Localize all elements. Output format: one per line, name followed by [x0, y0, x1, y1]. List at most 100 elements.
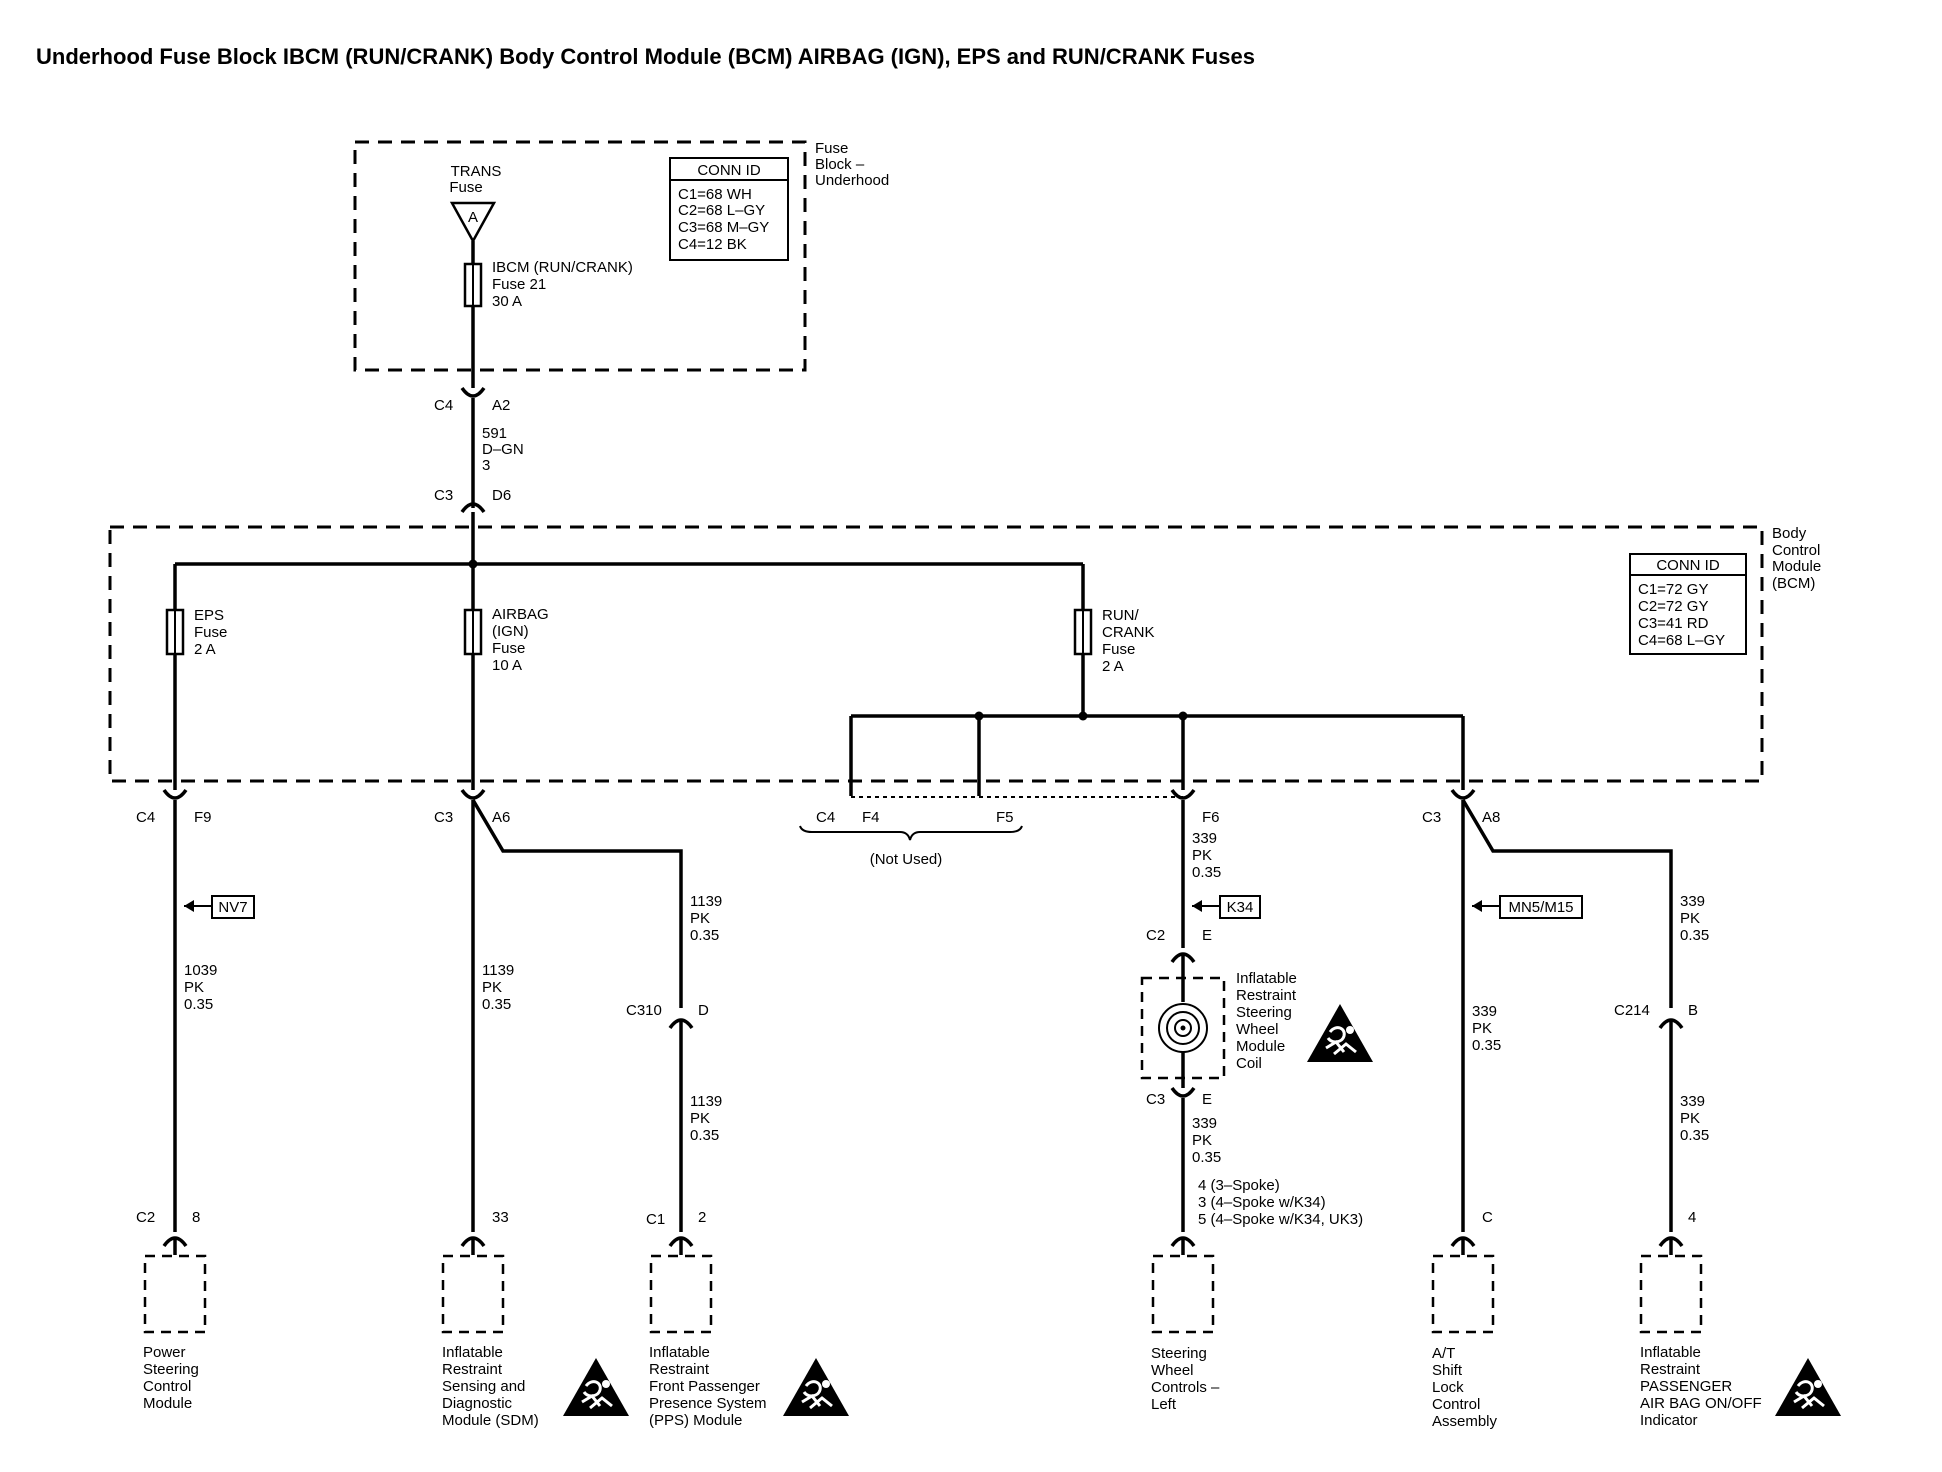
at-shift-lock-icon[interactable] [1431, 1254, 1495, 1334]
airbag-fuse-label-1: AIRBAG [492, 606, 549, 623]
swc-coil-line5: Module [1236, 1038, 1285, 1055]
swc-coil-conn-top: C2 [1146, 927, 1165, 944]
power-steering-module-icon[interactable] [143, 1254, 207, 1334]
swc-wire-b-gauge: 0.35 [1192, 1149, 1221, 1166]
bcm-name-line2: Control [1772, 542, 1820, 559]
fuse-block-conn-c4: C4=12 BK [678, 236, 747, 253]
sdm-component-line5: Module (SDM) [442, 1412, 539, 1429]
at-bcm-pin: A8 [1482, 809, 1500, 826]
sdm-bcm-pin: A6 [492, 809, 510, 826]
fuse-block-conn-title: CONN ID [697, 162, 761, 179]
link-bot-conn: C3 [434, 487, 453, 504]
diagram-title: Underhood Fuse Block IBCM (RUN/CRANK) Bo… [36, 44, 1255, 69]
steering-wheel-controls-icon[interactable] [1151, 1254, 1215, 1334]
pab-component-line3: PASSENGER [1640, 1378, 1732, 1395]
sdm-end-pin: 33 [492, 1209, 509, 1226]
ps-end-conn: C2 [136, 1209, 155, 1226]
pab-inline-pin: B [1688, 1002, 1698, 1019]
connector-c4-a2-icon [460, 386, 486, 398]
sdm-wire-number: 1139 [482, 962, 514, 979]
link-bot-pin: D6 [492, 487, 511, 504]
at-component-line3: Lock [1432, 1379, 1464, 1396]
at-component-line4: Control [1432, 1396, 1480, 1413]
ibcm-fuse-label-1: IBCM (RUN/CRANK) [492, 259, 633, 276]
ps-option-flag[interactable]: NV7 [218, 899, 247, 916]
link-top-pin: A2 [492, 397, 510, 414]
swc-wire-b-number: 339 [1192, 1115, 1217, 1132]
pab-end-pin: 4 [1688, 1209, 1696, 1226]
pps-end-conn: C1 [646, 1211, 665, 1228]
sdm-module-icon[interactable] [441, 1254, 505, 1334]
ps-bcm-pin: F9 [194, 809, 212, 826]
pab-component-line5: Indicator [1640, 1412, 1698, 1429]
ps-component-line3: Control [143, 1378, 191, 1395]
circuit-pps: 1139 PK 0.35 C310 D 1139 PK 0.35 C1 2 In… [471, 799, 851, 1429]
airbag-fuse-label-4: 10 A [492, 657, 522, 674]
at-component-line2: Shift [1432, 1362, 1463, 1379]
pps-component-line3: Front Passenger [649, 1378, 760, 1395]
fuse-block-conn-c2: C2=68 L–GY [678, 202, 765, 219]
trans-fuse-label-2: Fuse [449, 179, 482, 196]
at-option-flag[interactable]: MN5/M15 [1508, 899, 1573, 916]
swc-coil-line3: Steering [1236, 1004, 1292, 1021]
swc-wire-b-color: PK [1192, 1132, 1212, 1149]
circuit-power-steering: C4 F9 NV7 1039 PK 0.35 C2 8 Power Steeri… [136, 788, 255, 1412]
pps-wire-a-color: PK [690, 910, 710, 927]
sdm-component-line3: Sensing and [442, 1378, 525, 1395]
swc-bcm-pin: F6 [1202, 809, 1220, 826]
at-wire-gauge: 0.35 [1472, 1037, 1501, 1054]
ps-bcm-conn: C4 [136, 809, 155, 826]
swc-wire-a-gauge: 0.35 [1192, 864, 1221, 881]
bcm-name-line4: (BCM) [1772, 575, 1815, 592]
circuit-passenger-airbag-indicator: 339 PK 0.35 C214 B 339 PK 0.35 4 Inflata… [1461, 799, 1843, 1429]
pps-inline-conn: C310 [626, 1002, 662, 1019]
bcm-name-line3: Module [1772, 558, 1821, 575]
ps-component-line2: Steering [143, 1361, 199, 1378]
pab-wire-b-number: 339 [1680, 1093, 1705, 1110]
swc-end-pin-1: 4 (3–Spoke) [1198, 1177, 1280, 1194]
fuse-block-name-line2: Block – [815, 156, 865, 173]
pps-component-line1: Inflatable [649, 1344, 710, 1361]
airbag-fuse-label-3: Fuse [492, 640, 525, 657]
link-wire-color: D–GN [482, 441, 524, 458]
pps-wire-a-gauge: 0.35 [690, 927, 719, 944]
pab-wire-b-color: PK [1680, 1110, 1700, 1127]
ibcm-fuse-label-3: 30 A [492, 293, 522, 310]
pps-end-pin: 2 [698, 1209, 706, 1226]
fuse-block-conn-c1: C1=68 WH [678, 186, 752, 203]
fuse-block-underhood: Fuse Block – Underhood CONN ID C1=68 WH … [353, 140, 889, 388]
runcrank-fuse-label-2: CRANK [1102, 624, 1155, 641]
at-component-line1: A/T [1432, 1345, 1455, 1362]
link-wire-number: 591 [482, 425, 507, 442]
at-wire-color: PK [1472, 1020, 1492, 1037]
bcm-name-line1: Body [1772, 525, 1807, 542]
sdm-component-line2: Restraint [442, 1361, 503, 1378]
ibcm-fuse-label-2: Fuse 21 [492, 276, 546, 293]
sdm-wire-gauge: 0.35 [482, 996, 511, 1013]
sdm-bcm-conn: C3 [434, 809, 453, 826]
runcrank-fuse-label-4: 2 A [1102, 658, 1124, 675]
pab-airbag-warning-icon [1773, 1356, 1843, 1418]
ps-wire-number: 1039 [184, 962, 217, 979]
pab-component-line2: Restraint [1640, 1361, 1701, 1378]
pab-component-line1: Inflatable [1640, 1344, 1701, 1361]
swc-coil-line1: Inflatable [1236, 970, 1297, 987]
swc-option-flag[interactable]: K34 [1227, 899, 1254, 916]
runcrank-fuse-label-3: Fuse [1102, 641, 1135, 658]
swc-component-line2: Wheel [1151, 1362, 1194, 1379]
pps-module-icon[interactable] [649, 1254, 713, 1334]
not-used-conn: C4 [816, 809, 835, 826]
swc-coil-conn-bot: C3 [1146, 1091, 1165, 1108]
swc-coil-line2: Restraint [1236, 987, 1297, 1004]
passenger-airbag-indicator-icon[interactable] [1639, 1254, 1703, 1334]
swc-coil-pin-top: E [1202, 927, 1212, 944]
runcrank-fuse-label-1: RUN/ [1102, 607, 1139, 624]
not-used-pin-f5: F5 [996, 809, 1014, 826]
fuse-block-name-line1: Fuse [815, 140, 848, 157]
circuit-sdm: C3 A6 1139 PK 0.35 33 Inflatable Restrai… [434, 788, 631, 1429]
swc-coil-line4: Wheel [1236, 1021, 1279, 1038]
sdm-wire-color: PK [482, 979, 502, 996]
link-wire-591: C4 A2 591 D–GN 3 C3 D6 [434, 386, 524, 514]
swc-end-pin-3: 5 (4–Spoke w/K34, UK3) [1198, 1211, 1363, 1228]
